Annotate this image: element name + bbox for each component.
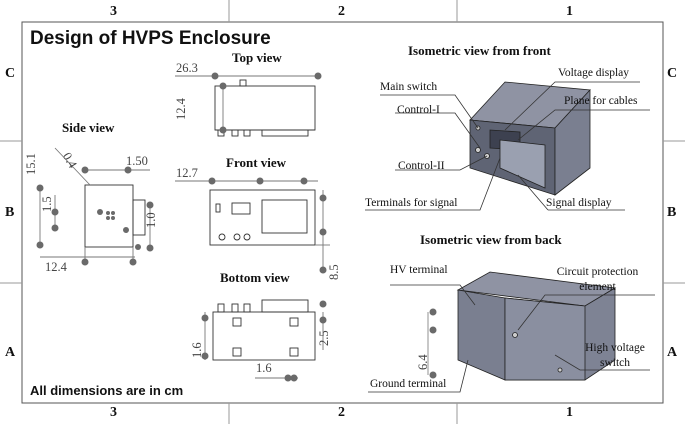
zone-col-3-top: 3 bbox=[110, 4, 117, 19]
zone-col-1-top: 1 bbox=[566, 4, 573, 19]
label-control-2: Control-II bbox=[398, 160, 445, 172]
dim-bottom-1-6-v: 1.6 bbox=[190, 342, 204, 358]
top-view-drawing bbox=[175, 75, 320, 137]
iso-front-leaders bbox=[365, 81, 650, 211]
label-terminals-signal: Terminals for signal bbox=[365, 197, 458, 209]
zone-col-1-bottom: 1 bbox=[566, 405, 573, 420]
dim-front-width: 12.7 bbox=[176, 166, 198, 180]
zone-row-c-left: C bbox=[5, 66, 16, 81]
bottom-view-title: Bottom view bbox=[220, 270, 290, 285]
dim-bottom-1-6-h: 1.6 bbox=[256, 361, 272, 375]
zone-row-a-left: A bbox=[5, 345, 16, 360]
label-main-switch: Main switch bbox=[380, 81, 438, 93]
zone-row-c-right: C bbox=[667, 66, 678, 81]
iso-back-leaders bbox=[368, 284, 655, 393]
iso-front-title: Isometric view from front bbox=[408, 43, 551, 58]
zone-col-2-top: 2 bbox=[338, 4, 345, 19]
top-view-title: Top view bbox=[232, 50, 282, 65]
dim-top-width: 26.3 bbox=[176, 61, 198, 75]
front-view-title: Front view bbox=[226, 155, 287, 170]
zone-col-2-bottom: 2 bbox=[338, 405, 345, 420]
dim-side-1-0: 1.0 bbox=[144, 212, 158, 228]
label-plane-cables: Plane for cables bbox=[564, 95, 638, 107]
label-hv-terminal: HV terminal bbox=[390, 264, 448, 276]
label-high-voltage-switch: High voltage switch bbox=[585, 342, 645, 369]
iso-front-box bbox=[469, 81, 591, 196]
drawing-title: Design of HVPS Enclosure bbox=[30, 28, 271, 49]
side-view-title: Side view bbox=[62, 120, 115, 135]
dim-side-15-1: 15.1 bbox=[24, 153, 38, 175]
label-voltage-display: Voltage display bbox=[558, 67, 630, 79]
label-ground-terminal: Ground terminal bbox=[370, 378, 447, 390]
dim-bottom-2-5: 2.5 bbox=[317, 330, 331, 346]
dim-side-12-4: 12.4 bbox=[45, 260, 67, 274]
zone-row-a-right: A bbox=[667, 345, 678, 360]
front-view-drawing bbox=[175, 180, 330, 270]
dim-front-height: 8.5 bbox=[327, 264, 341, 280]
zone-row-b-left: B bbox=[5, 205, 15, 220]
units-note: All dimensions are in cm bbox=[30, 383, 184, 398]
dim-back-6-4: 6.4 bbox=[416, 354, 430, 370]
zone-col-3-bottom: 3 bbox=[110, 405, 117, 420]
label-signal-display: Signal display bbox=[546, 197, 612, 209]
dim-side-1-50: 1.50 bbox=[126, 154, 148, 168]
sheet-border bbox=[21, 21, 664, 404]
label-control-1: Control-I bbox=[397, 104, 440, 116]
iso-back-title: Isometric view from back bbox=[420, 232, 562, 247]
dim-top-depth: 12.4 bbox=[174, 98, 188, 120]
side-view-drawing bbox=[39, 147, 151, 262]
zone-row-b-right: B bbox=[667, 205, 677, 220]
label-circuit-protection: Circuit protection element bbox=[556, 266, 639, 293]
dim-side-1-5: 1.5 bbox=[40, 196, 54, 212]
